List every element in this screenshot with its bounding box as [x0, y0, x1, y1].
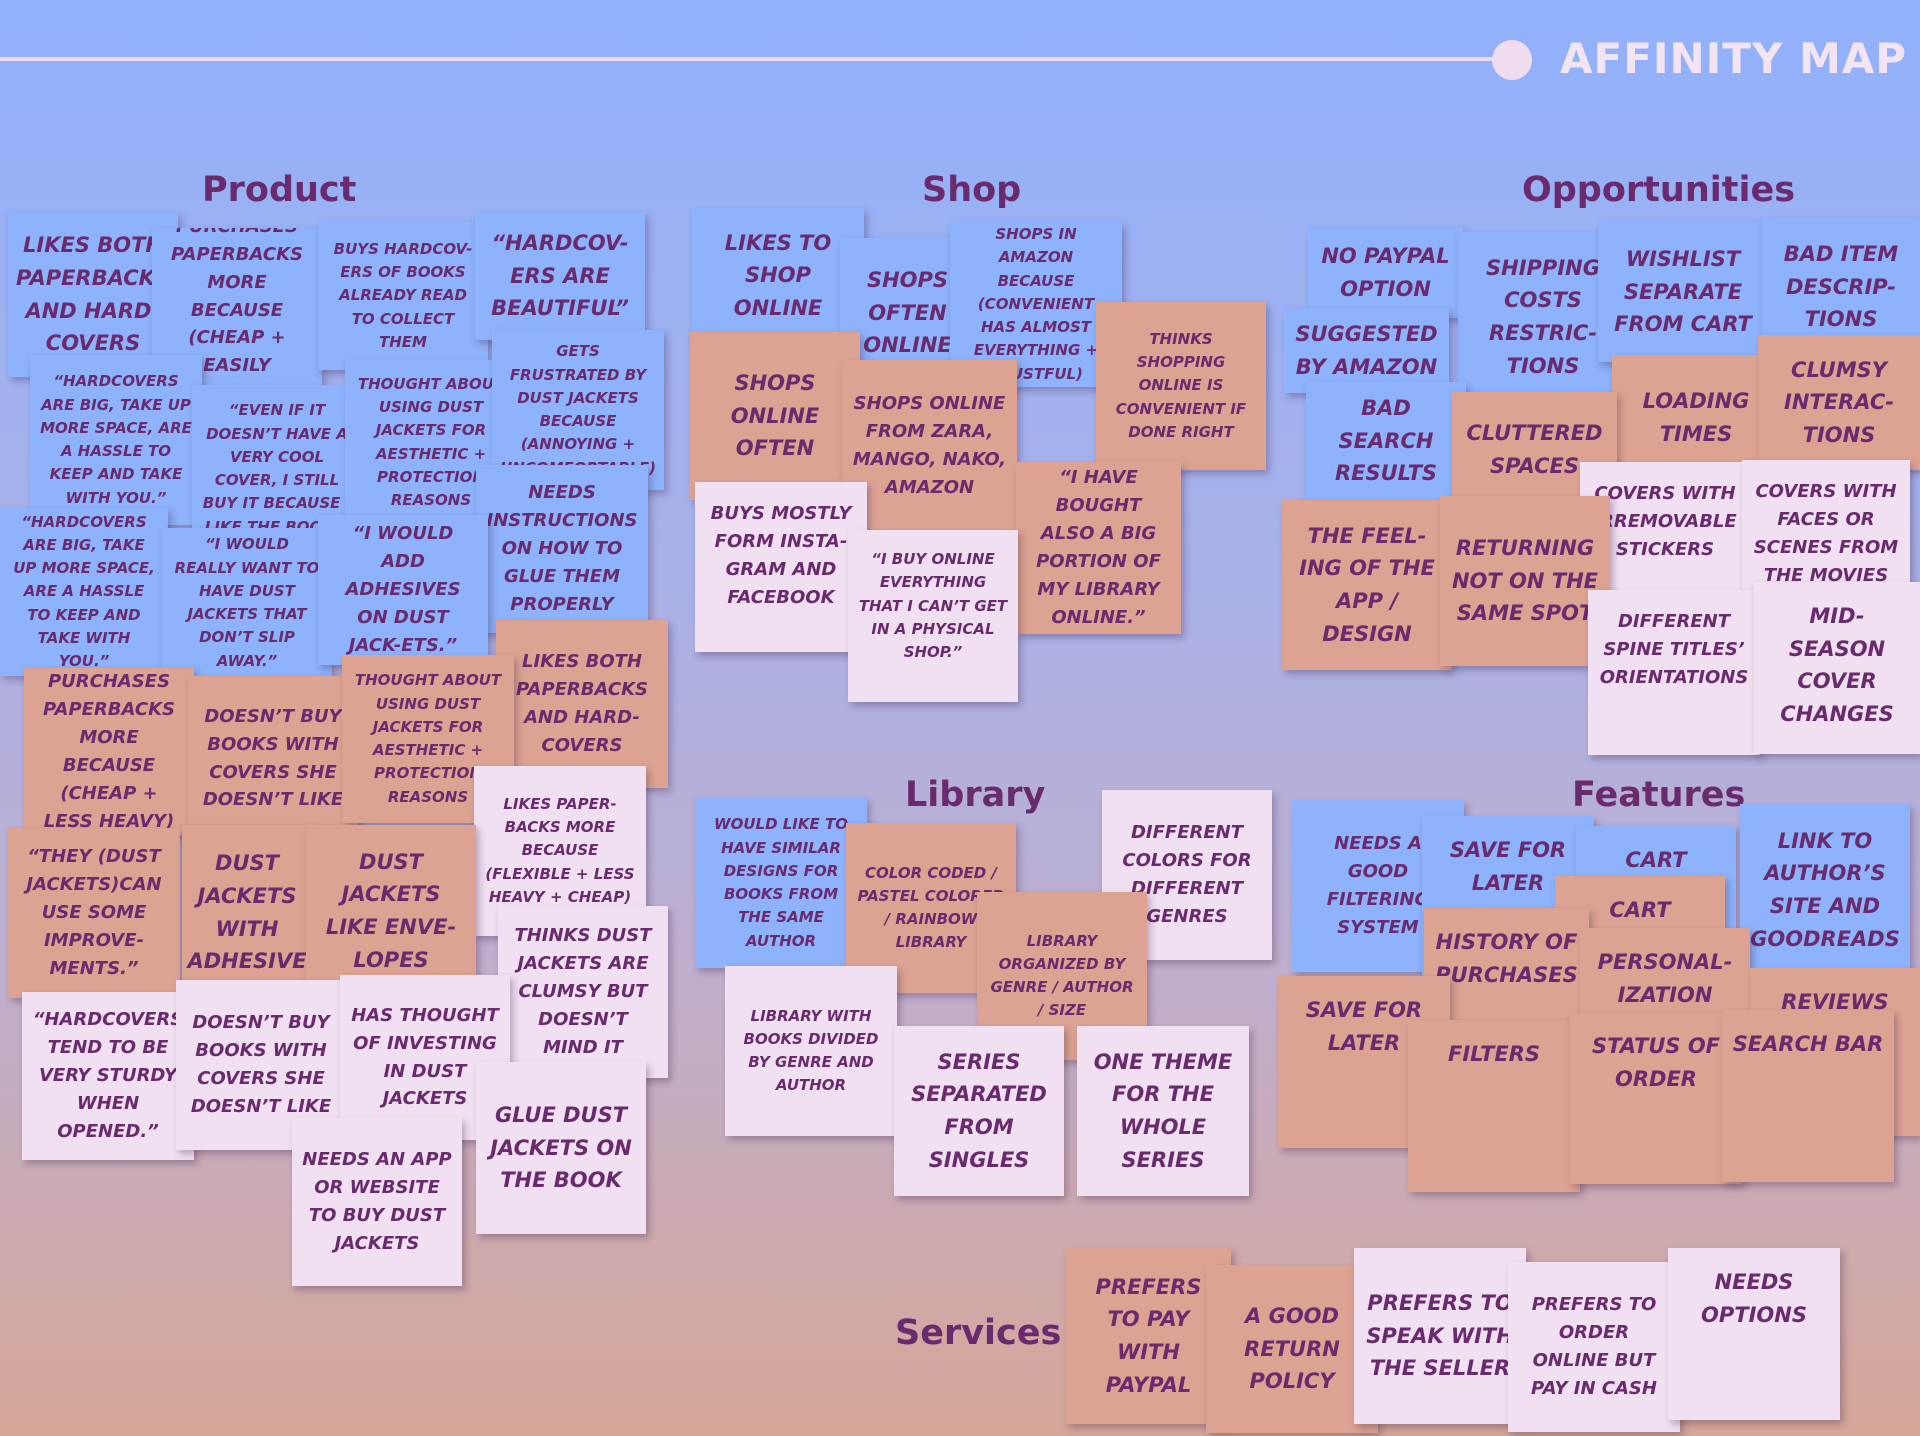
sticky-note[interactable]: Likes to shop online — [692, 208, 864, 343]
sticky-note[interactable]: “I buy online everything that I can’t ge… — [848, 530, 1018, 702]
sticky-note[interactable]: Covers with faces or scenes from the mov… — [1742, 460, 1910, 600]
sticky-note[interactable]: Purchases paperbacks more because (cheap… — [24, 668, 194, 836]
sticky-note[interactable]: Prefers to pay with PayPal — [1066, 1248, 1231, 1424]
sticky-note[interactable]: Wishlist separate from cart — [1598, 222, 1768, 362]
map-title: AFFINITY MAP — [1560, 34, 1908, 83]
sticky-note[interactable]: Needs options — [1668, 1248, 1840, 1420]
sticky-note[interactable]: Would like to have similar designs for b… — [695, 798, 867, 968]
sticky-note[interactable]: “I have bought also a big portion of my … — [1016, 462, 1181, 634]
timeline-dot — [1492, 40, 1532, 80]
sticky-note[interactable]: Shops online often — [690, 332, 860, 500]
sticky-note[interactable]: Buys mostly form Insta-gram and Facebook — [695, 482, 867, 652]
sticky-note[interactable]: Dust jackets with adhesive — [182, 825, 312, 1000]
sticky-note[interactable]: Needs an app or website to buy dust jack… — [292, 1118, 462, 1286]
sticky-note[interactable]: Bad search results — [1306, 382, 1466, 500]
sticky-note[interactable]: Gets frustrated by dust jackets because … — [492, 330, 664, 490]
sticky-note[interactable]: Shops online from Zara, Mango, Nako, Ama… — [842, 360, 1017, 532]
sticky-note[interactable]: Returning not on the same spot — [1440, 496, 1610, 666]
sticky-note[interactable]: “Hardcovers tend to be very sturdy when … — [22, 992, 194, 1160]
sticky-note[interactable]: “Hardcovers are big, take up more space,… — [0, 508, 168, 676]
sticky-note[interactable]: “Even if it doesn’t have a very cool cov… — [192, 385, 362, 553]
category-services: Services — [895, 1313, 1062, 1353]
sticky-note[interactable]: Glue dust jackets on the book — [476, 1062, 646, 1234]
sticky-note[interactable]: Needs instructions on how to glue them p… — [476, 465, 648, 633]
sticky-note[interactable]: Different colors for different genres — [1102, 790, 1272, 960]
sticky-note[interactable]: A good return policy — [1206, 1265, 1378, 1433]
category-shop: Shop — [922, 170, 1022, 210]
timeline-line — [0, 57, 1498, 61]
sticky-note[interactable]: Filters — [1408, 1020, 1580, 1192]
sticky-note[interactable]: Bad item descrip-tions — [1762, 218, 1920, 356]
sticky-note[interactable]: Shops in Amazon because (convenient has … — [950, 222, 1122, 387]
sticky-note[interactable]: Prefers to speak with the seller — [1354, 1248, 1526, 1424]
sticky-note[interactable]: Search bar — [1722, 1010, 1894, 1182]
sticky-note[interactable]: “I would add adhesives on dust jack-ets.… — [318, 515, 488, 665]
sticky-note[interactable]: No PayPal option — [1308, 228, 1463, 318]
category-features: Features — [1572, 775, 1746, 815]
sticky-note[interactable]: Doesn’t buy books with covers she doesn’… — [188, 676, 358, 841]
sticky-note[interactable]: Buys hardcov-ers of books already read t… — [318, 222, 488, 370]
sticky-note[interactable]: Loading times — [1612, 355, 1780, 480]
category-opportunities: Opportunities — [1522, 170, 1796, 210]
sticky-note[interactable]: Purchases paperbacks more because (cheap… — [152, 228, 322, 393]
sticky-note[interactable]: Prefers to order online but pay in cash — [1508, 1262, 1680, 1432]
sticky-note[interactable]: Clumsy interac-tions — [1758, 335, 1920, 470]
sticky-note[interactable]: Series separated from singles — [894, 1026, 1064, 1196]
sticky-note[interactable]: Dust jackets like enve-lopes — [306, 825, 476, 997]
sticky-note[interactable]: Library with books divided by genre and … — [725, 966, 897, 1136]
sticky-note[interactable]: Suggested by Amazon — [1284, 308, 1449, 393]
sticky-note[interactable]: Mid-season cover changes — [1754, 582, 1920, 754]
category-library: Library — [905, 775, 1046, 815]
sticky-note[interactable]: “I would really want to have dust jacket… — [162, 528, 332, 678]
sticky-note[interactable]: Likes both paperbacks and hard-covers — [8, 212, 178, 377]
sticky-note[interactable]: One theme for the whole series — [1077, 1026, 1249, 1196]
sticky-note[interactable]: “Hardcovers are big, take up more space,… — [30, 355, 202, 525]
sticky-note[interactable]: Likes both paperbacks and hard-covers — [496, 620, 668, 788]
sticky-note[interactable]: Thinks shopping online is convenient if … — [1096, 302, 1266, 470]
sticky-note[interactable]: The feel-ing of the app / design — [1282, 500, 1452, 670]
sticky-note[interactable]: Different spine titles’ orientations — [1588, 590, 1760, 755]
sticky-note[interactable]: Status of order — [1570, 1012, 1742, 1184]
sticky-note[interactable]: “Hardcov-ers are beautiful” — [475, 212, 645, 340]
sticky-note[interactable]: Link to author’s site and Goodreads — [1740, 804, 1910, 976]
sticky-note[interactable]: “They (dust jackets)can use some improve… — [8, 828, 180, 998]
category-product: Product — [202, 170, 357, 210]
sticky-note[interactable]: Thinks dust jackets are clumsy but doesn… — [498, 906, 668, 1078]
sticky-note[interactable]: History of purchases — [1424, 908, 1589, 1028]
